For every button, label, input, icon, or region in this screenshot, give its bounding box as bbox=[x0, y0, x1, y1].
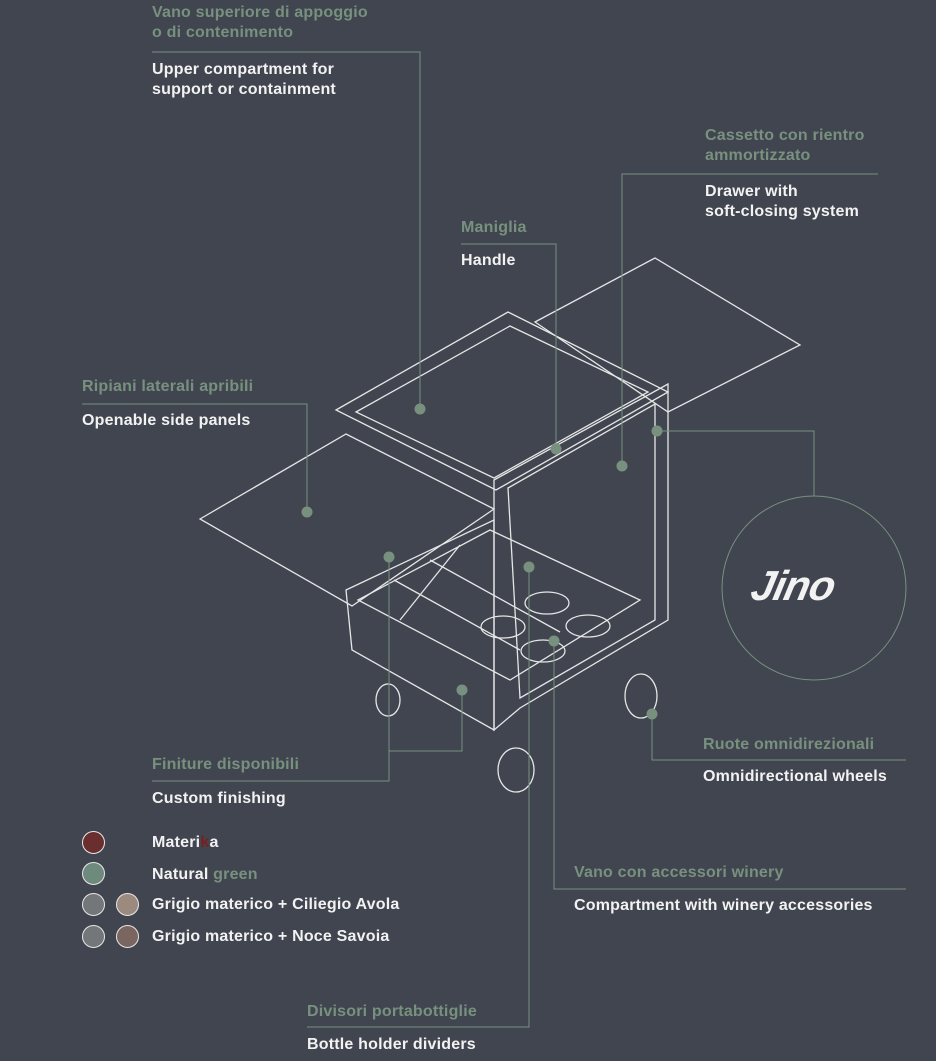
label-wheels-en: Omnidirectional wheels bbox=[703, 768, 888, 785]
wheel bbox=[497, 747, 535, 793]
finish-label: Grigio materico + Noce Savoia bbox=[152, 928, 390, 945]
left-side-panel bbox=[198, 433, 496, 607]
swatch-ciliegio bbox=[116, 893, 139, 916]
finish-label: Natural green bbox=[152, 866, 258, 883]
swatch-grey bbox=[82, 925, 105, 948]
front-frame bbox=[493, 382, 669, 732]
label-handle-it: Maniglia bbox=[461, 219, 527, 236]
wheel bbox=[624, 673, 658, 719]
finish-label: Materika bbox=[152, 834, 219, 851]
label-side-en: Openable side panels bbox=[82, 412, 251, 429]
right-side-panel bbox=[533, 257, 802, 413]
label-side-it: Ripiani laterali apribili bbox=[82, 378, 254, 395]
swatch-noce bbox=[116, 925, 139, 948]
callout-dots bbox=[301, 403, 663, 720]
lower-body bbox=[345, 518, 495, 732]
label-winery-en: Compartment with winery accessories bbox=[574, 897, 873, 914]
label-wheels-it: Ruote omnidirezionali bbox=[703, 736, 875, 753]
swatch-red bbox=[82, 831, 105, 854]
swatch-green bbox=[82, 862, 105, 885]
wheel bbox=[375, 683, 401, 717]
label-drawer-en: Drawer with soft-closing system bbox=[705, 183, 860, 220]
label-dividers-it: Divisori portabottiglie bbox=[307, 1003, 477, 1020]
logo-circle bbox=[721, 495, 907, 681]
swatch-grey bbox=[82, 893, 105, 916]
label-drawer-it: Cassetto con rientro ammortizzato bbox=[705, 127, 865, 164]
jino-logo: Jino bbox=[747, 562, 840, 609]
label-winery-it: Vano con accessori winery bbox=[574, 864, 784, 881]
finish-label: Grigio materico + Ciliegio Avola bbox=[152, 896, 400, 913]
label-upper-en: Upper compartment for support or contain… bbox=[152, 61, 336, 98]
leader-lines bbox=[82, 51, 907, 1028]
label-finish-it: Finiture disponibili bbox=[152, 756, 300, 773]
label-dividers-en: Bottle holder dividers bbox=[307, 1036, 476, 1053]
label-handle-en: Handle bbox=[461, 252, 516, 269]
label-upper-it: Vano superiore di appoggio o di contenim… bbox=[152, 4, 368, 41]
label-finish-en: Custom finishing bbox=[152, 790, 286, 807]
cart-drawing bbox=[198, 257, 802, 793]
